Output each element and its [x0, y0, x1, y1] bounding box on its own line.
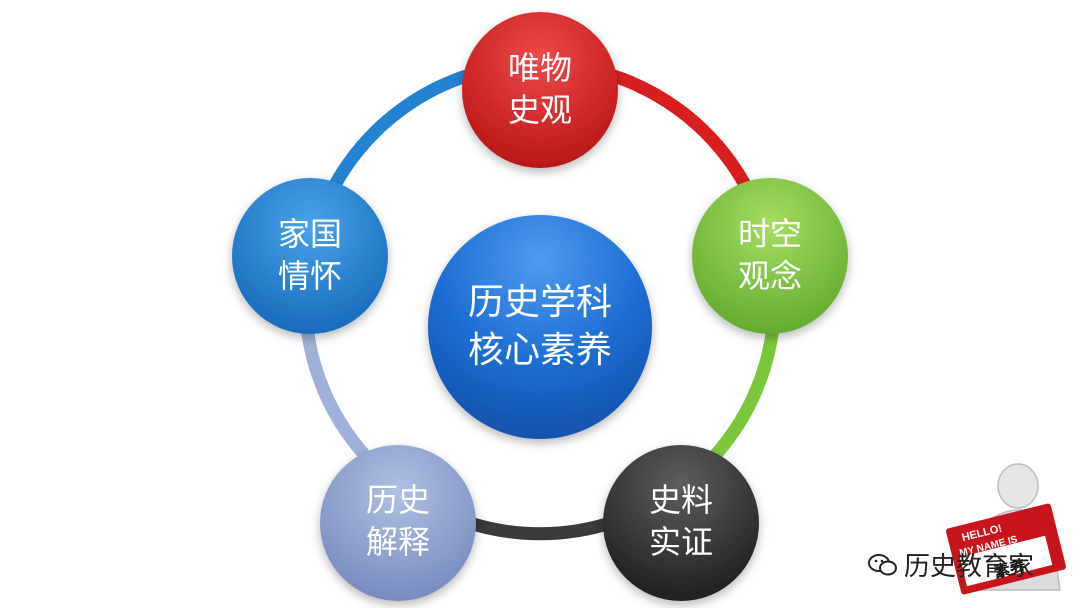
node-evidence: 史料 实证	[603, 445, 759, 601]
center-label-line2: 核心素养	[468, 330, 612, 371]
center-label-line1: 历史学科	[468, 282, 612, 323]
node-patriotism: 家国 情怀	[232, 178, 388, 334]
node-patriotism-line2: 情怀	[278, 257, 342, 295]
node-interpretation-line1: 历史	[366, 481, 430, 519]
node-materialism-line1: 唯物	[508, 49, 572, 87]
watermark: 历史教育家	[868, 546, 1034, 583]
node-materialism-line2: 史观	[508, 91, 572, 129]
node-spacetime-line1: 时空	[738, 215, 802, 253]
watermark-text: 历史教育家	[904, 552, 1035, 582]
center-node: 历史学科 核心素养	[428, 215, 652, 439]
node-evidence-line2: 实证	[649, 523, 713, 561]
node-spacetime-line2: 观念	[738, 257, 802, 295]
node-materialism: 唯物 史观	[462, 12, 618, 168]
node-patriotism-line1: 家国	[278, 215, 342, 253]
node-interpretation: 历史 解释	[320, 445, 476, 601]
wechat-icon	[868, 553, 897, 575]
node-spacetime: 时空 观念	[692, 178, 848, 334]
hello-my-name-is-figure-icon: HELLO! MY NAME IS 素养	[946, 463, 1066, 595]
node-evidence-line1: 史料	[649, 481, 713, 519]
node-interpretation-line2: 解释	[366, 523, 430, 561]
